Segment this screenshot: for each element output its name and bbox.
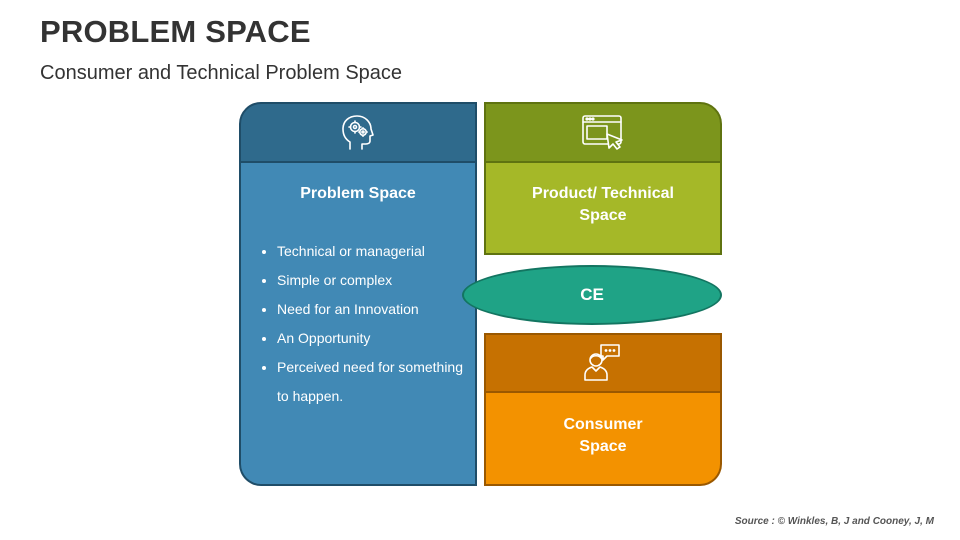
list-item: Simple or complex bbox=[277, 266, 475, 295]
technical-space-title: Product/ Technical Space bbox=[532, 185, 674, 224]
consumer-space-header bbox=[484, 333, 722, 393]
consumer-space-title: Consumer Space bbox=[563, 415, 643, 455]
source-citation: Source : © Winkles, B, J and Cooney, J, … bbox=[734, 516, 934, 527]
problem-space-title: Problem Space bbox=[300, 185, 416, 202]
list-item: Perceived need for something to happen. bbox=[277, 353, 475, 411]
technical-space-header bbox=[484, 102, 722, 163]
head-gears-icon bbox=[340, 114, 376, 152]
person-speech-icon bbox=[583, 343, 623, 383]
page-title: PROBLEM SPACE bbox=[40, 14, 311, 49]
consumer-space-panel: Consumer Space bbox=[484, 393, 722, 486]
list-item: Technical or managerial bbox=[277, 237, 475, 266]
list-item: Need for an Innovation bbox=[277, 295, 475, 324]
browser-cursor-icon bbox=[581, 114, 625, 152]
problem-space-header bbox=[239, 102, 477, 163]
ce-label: CE bbox=[580, 285, 604, 304]
page-subtitle: Consumer and Technical Problem Space bbox=[40, 62, 403, 84]
ce-ellipse: CE bbox=[462, 265, 722, 325]
problem-space-panel: Problem Space Technical or managerial Si… bbox=[239, 163, 477, 486]
technical-space-panel: Product/ Technical Space bbox=[484, 163, 722, 255]
list-item: An Opportunity bbox=[277, 324, 475, 353]
problem-space-list: Technical or managerial Simple or comple… bbox=[261, 237, 475, 411]
